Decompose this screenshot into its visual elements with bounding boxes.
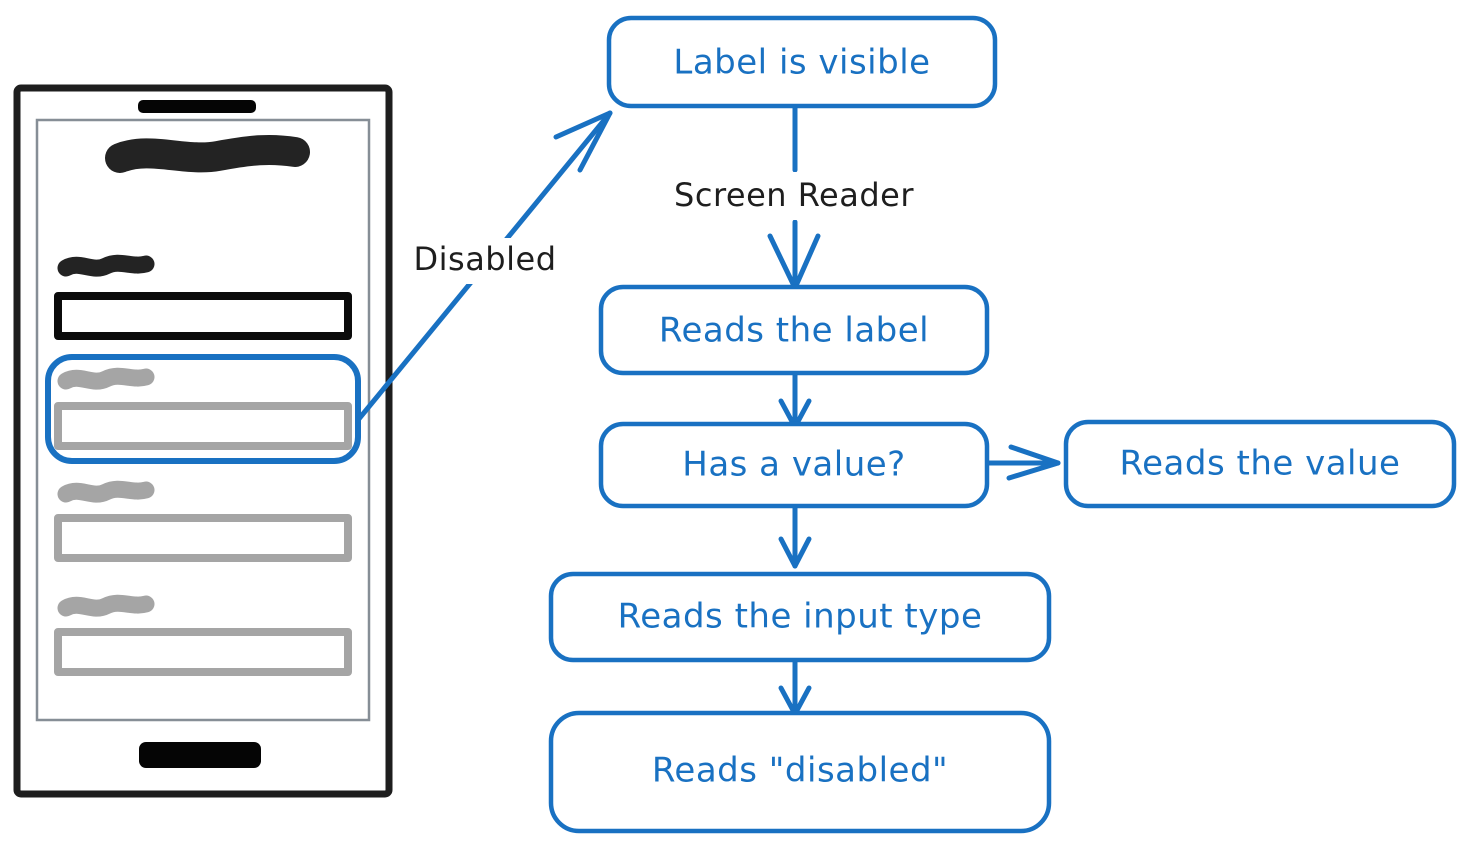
edge-value-to-input-type — [778, 503, 812, 569]
node-reads-label[interactable]: Reads the label — [598, 284, 990, 376]
field-disabled-highlighted — [45, 354, 361, 464]
heading-scribble — [105, 134, 310, 173]
node-reads-disabled-text: Reads "disabled" — [652, 751, 948, 791]
edge-input-type-to-disabled — [778, 656, 812, 717]
node-reads-input-type-text: Reads the input type — [618, 597, 983, 637]
speaker-bar — [138, 100, 256, 113]
field-active-input[interactable] — [54, 292, 352, 340]
edge-label-screen-reader-text: Screen Reader — [674, 176, 914, 214]
edge-value-to-reads-value — [985, 444, 1061, 481]
edge-screen-reader-arrowhead — [767, 233, 821, 291]
phone-screen — [35, 118, 371, 722]
edge-disabled-arrowhead — [553, 110, 613, 173]
node-has-value-text: Has a value? — [682, 445, 905, 485]
edge-input-type-to-disabled-arrowhead — [778, 685, 812, 717]
node-reads-input-type[interactable]: Reads the input type — [548, 571, 1052, 663]
edge-label-to-value — [778, 370, 812, 430]
edge-value-to-reads-value-arrowhead — [1006, 444, 1061, 481]
node-reads-value-text: Reads the value — [1120, 444, 1401, 484]
phone-mockup — [13, 84, 393, 798]
highlight-ring — [45, 354, 361, 464]
edge-label-screen-reader: Screen Reader — [648, 172, 940, 220]
field-3-input — [54, 628, 352, 676]
node-label-visible-text: Label is visible — [673, 43, 930, 83]
field-3 — [54, 594, 352, 676]
field-2-label-scribble — [57, 480, 155, 503]
node-reads-value[interactable]: Reads the value — [1063, 419, 1457, 509]
field-2-input — [54, 514, 352, 562]
edge-label-disabled: Disabled — [396, 238, 574, 284]
node-has-value[interactable]: Has a value? — [598, 421, 990, 509]
edge-value-to-input-type-arrowhead — [778, 536, 812, 569]
field-disabled-label-scribble — [57, 367, 155, 390]
edge-screen-reader — [767, 102, 821, 291]
field-active-label-scribble — [57, 254, 155, 277]
node-reads-label-text: Reads the label — [659, 311, 929, 351]
home-button[interactable] — [139, 742, 261, 768]
field-disabled-input — [54, 402, 352, 450]
node-reads-disabled[interactable]: Reads "disabled" — [548, 710, 1052, 834]
edge-label-disabled-text: Disabled — [413, 240, 556, 278]
field-2 — [54, 480, 352, 562]
field-3-label-scribble — [57, 594, 155, 617]
node-label-visible[interactable]: Label is visible — [606, 15, 998, 109]
field-active — [54, 254, 352, 340]
